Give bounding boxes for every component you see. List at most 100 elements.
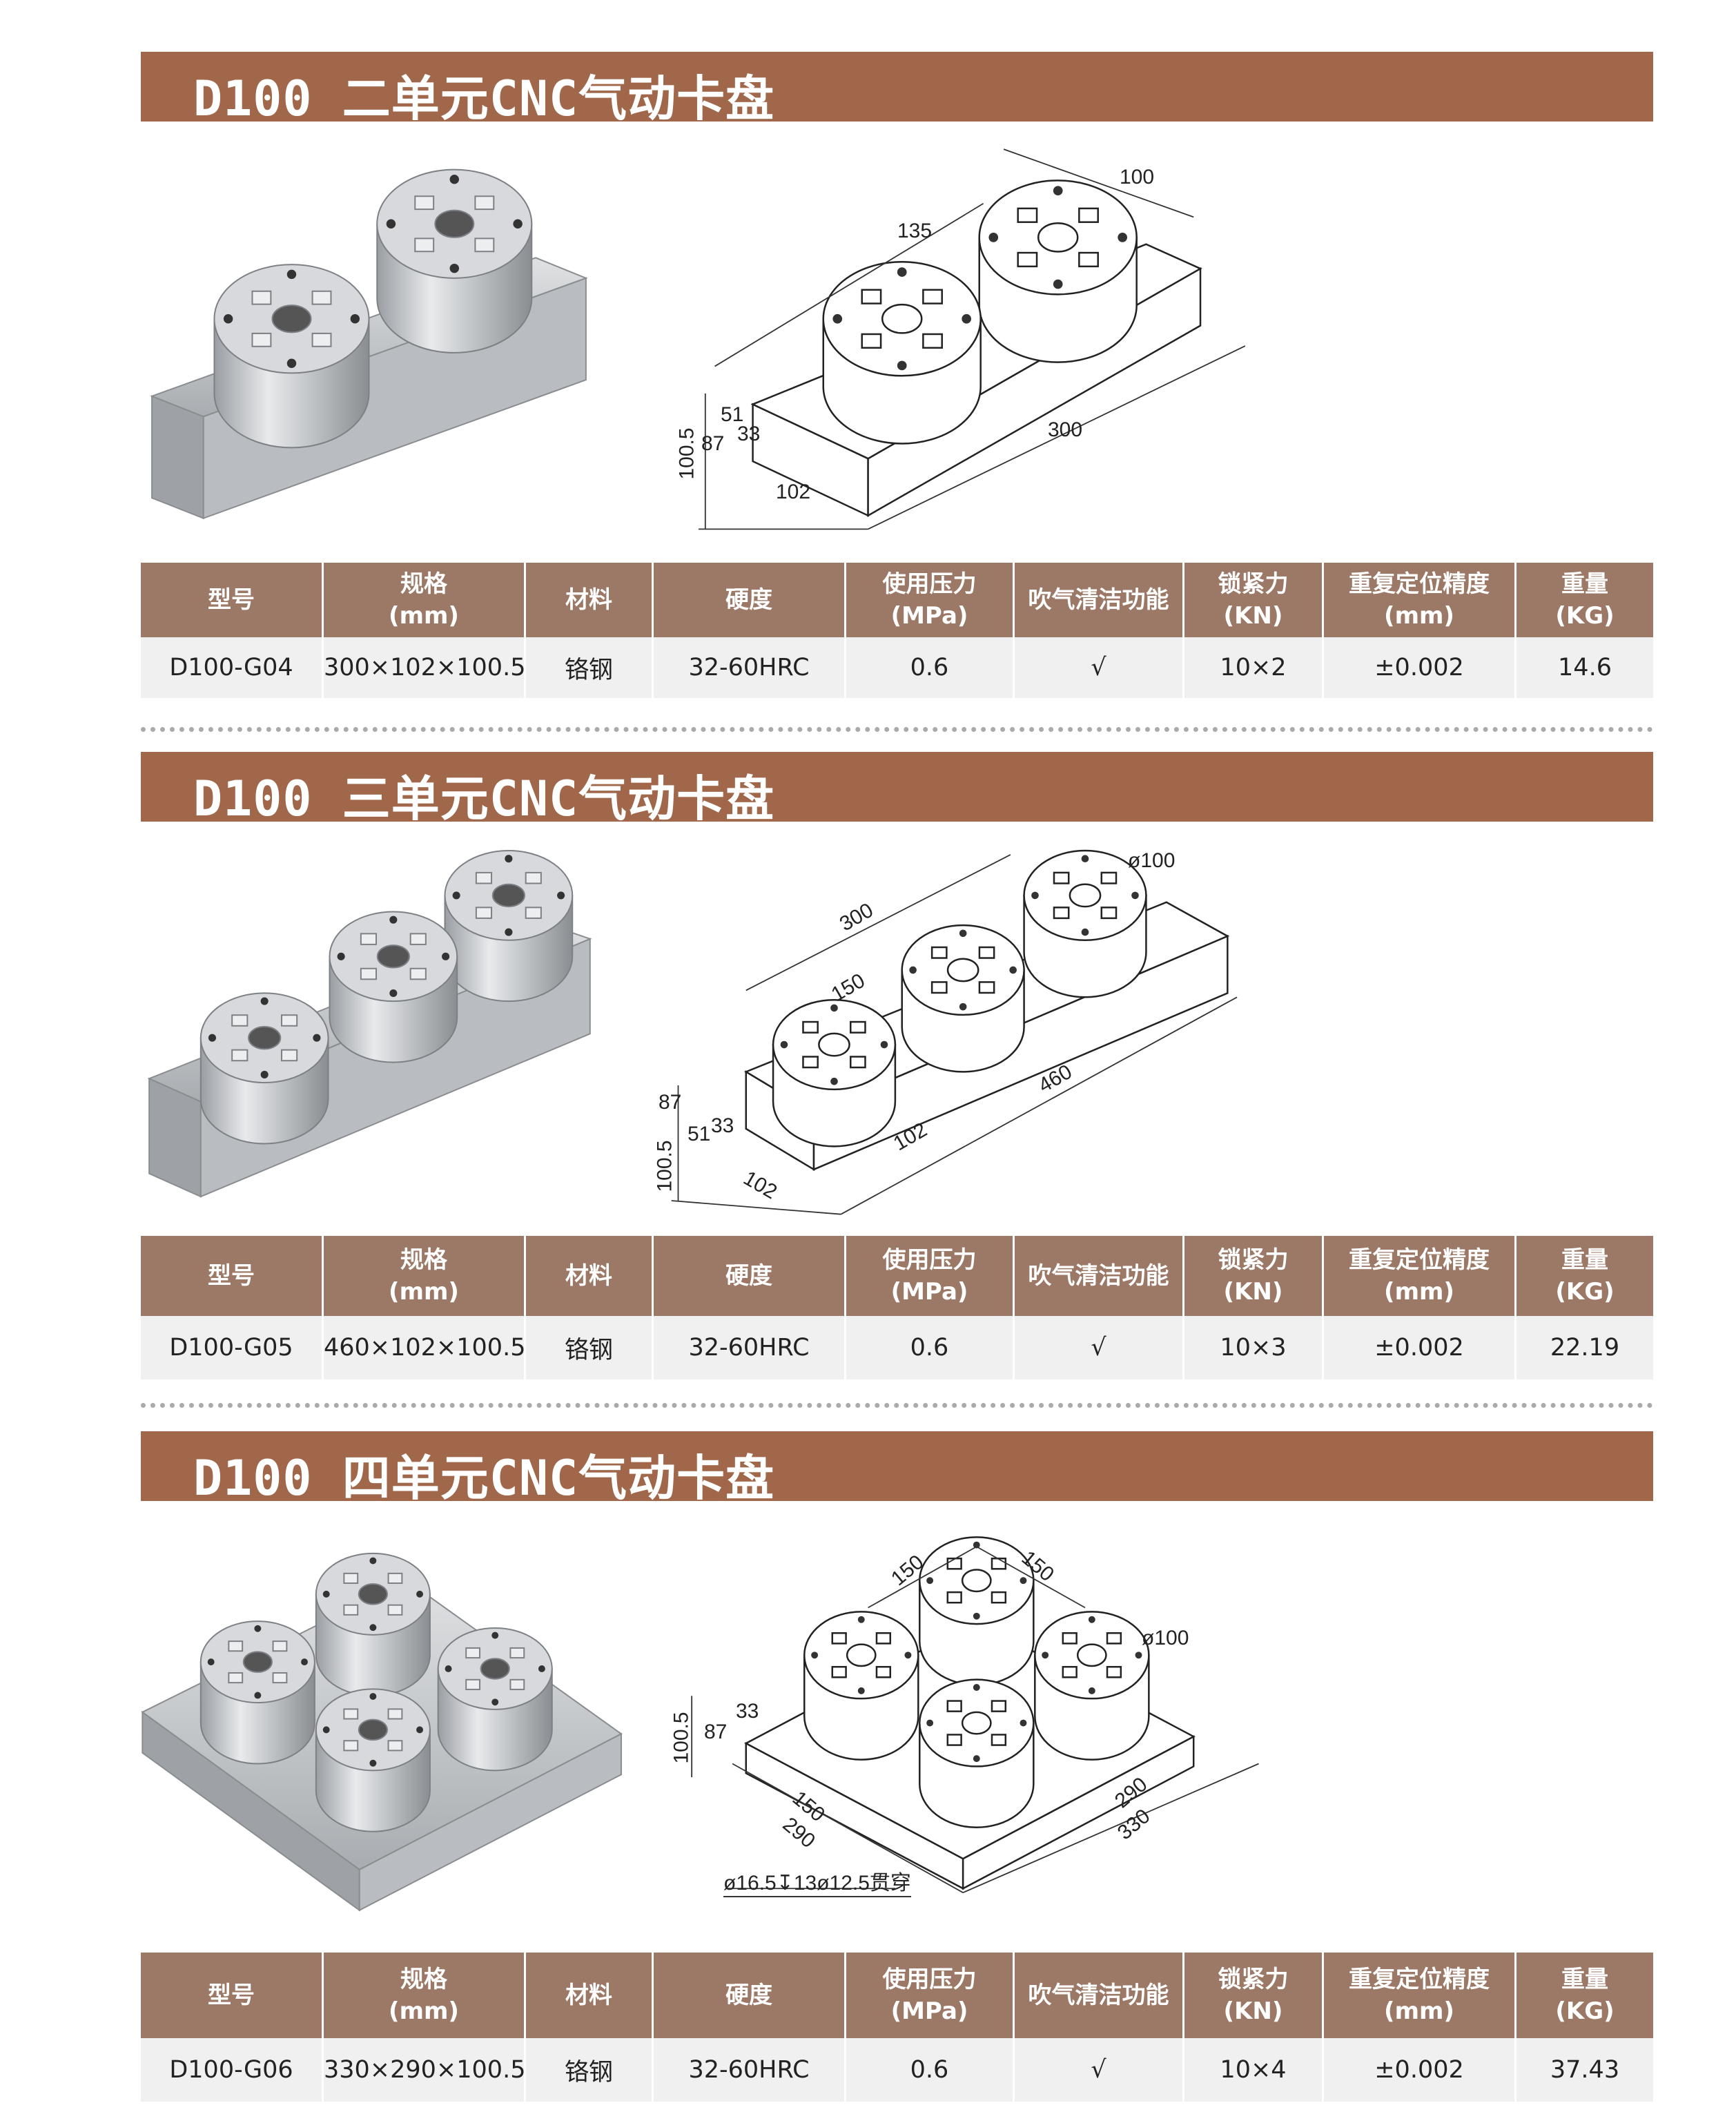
chuck-jaw <box>850 1020 866 1034</box>
header-model: 型号 <box>141 1236 324 1316</box>
chuck-jaw <box>409 967 427 980</box>
chuck-jaw <box>465 1647 481 1659</box>
cell-material: 铬钢 <box>526 637 654 698</box>
header-clamp-force: 锁紧力(KN) <box>1184 1953 1324 2038</box>
chuck-jaw <box>387 1604 403 1616</box>
dimension-line <box>714 202 984 367</box>
chuck-center-hole <box>881 303 923 334</box>
chuck-bolt <box>538 1665 545 1672</box>
dim-label: 100.5 <box>653 1140 676 1192</box>
chuck-bolt <box>830 1004 838 1012</box>
chuck-center-hole <box>818 1032 850 1057</box>
chuck-jaw <box>875 1632 892 1645</box>
chuck-jaw <box>1078 251 1099 268</box>
chuck-center-hole <box>1076 1643 1107 1667</box>
chuck-jaw <box>509 1647 525 1659</box>
header-hardness: 硬度 <box>654 1953 846 2038</box>
dimension-line <box>840 996 1238 1215</box>
chuck-center-hole <box>1037 222 1079 253</box>
header-model: 型号 <box>141 563 324 637</box>
dim-label: 135 <box>897 220 933 242</box>
dimension-line <box>745 854 1011 991</box>
cell-repeatability: ±0.002 <box>1324 2038 1516 2102</box>
dim-label: 33 <box>736 1700 759 1723</box>
chuck-jaw <box>991 1734 1007 1746</box>
header-spec: 规格(mm) <box>324 1953 526 2038</box>
table-row: D100-G04 300×102×100.5 铬钢 32-60HRC 0.6 √… <box>141 637 1653 698</box>
dim-label: 87 <box>659 1091 682 1114</box>
chuck-jaw <box>272 1640 288 1652</box>
chuck-jaw <box>930 946 948 959</box>
header-pressure: 使用压力(MPa) <box>846 1953 1015 2038</box>
section-banner-four-unit: D100 四单元CNC气动卡盘 <box>141 1431 1653 1507</box>
chuck-jaw <box>1062 1665 1077 1678</box>
chuck-bolt <box>857 1616 865 1623</box>
chuck-jaw <box>360 933 378 945</box>
chuck-bolt <box>369 1624 377 1631</box>
chuck-bolt <box>973 1541 980 1549</box>
chuck-jaw <box>343 1708 359 1720</box>
chuck-center-hole <box>376 945 410 969</box>
chuck-bolt <box>1081 928 1089 936</box>
spec-table-g04: 型号 规格(mm) 材料 硬度 使用压力(MPa) 吹气清洁功能 锁紧力(KN)… <box>141 563 1653 698</box>
table-header-row: 型号 规格(mm) 材料 硬度 使用压力(MPa) 吹气清洁功能 锁紧力(KN)… <box>141 1953 1653 2038</box>
chuck-jaw <box>228 1640 244 1652</box>
chuck-bolt <box>416 1590 424 1598</box>
chuck-bolt <box>254 1625 262 1632</box>
chuck-bolt <box>926 1577 934 1585</box>
chuck-jaw <box>272 1672 288 1684</box>
cell-pressure: 0.6 <box>846 1316 1015 1379</box>
cell-air-clean: √ <box>1015 637 1184 698</box>
chuck-center-hole <box>961 1711 992 1735</box>
header-material: 材料 <box>526 563 654 637</box>
table-row: D100-G05 460×102×100.5 铬钢 32-60HRC 0.6 √… <box>141 1316 1653 1379</box>
chuck-jaw <box>850 1056 866 1069</box>
chuck-bolt <box>505 855 513 863</box>
chuck-jaw <box>1078 207 1099 223</box>
header-air-clean: 吹气清洁功能 <box>1015 1236 1184 1316</box>
chuck-bolt <box>1009 966 1017 974</box>
header-pressure: 使用压力(MPa) <box>846 1236 1015 1316</box>
header-hardness: 硬度 <box>654 563 846 637</box>
chuck-jaw <box>802 1020 819 1034</box>
header-clamp-force: 锁紧力(KN) <box>1184 563 1324 637</box>
chuck-jaw <box>474 195 495 211</box>
chuck-bolt <box>452 891 460 900</box>
section-title: D100 四单元CNC气动卡盘 <box>193 1450 775 1507</box>
header-hardness: 硬度 <box>654 1236 846 1316</box>
chuck-jaw <box>525 871 542 884</box>
dotted-divider <box>141 727 1653 732</box>
chuck-center-hole <box>961 1569 992 1593</box>
dimension-line <box>868 345 1246 530</box>
chuck-jaw <box>1017 207 1038 223</box>
cell-weight: 37.43 <box>1516 2038 1653 2102</box>
chuck-bolt <box>513 219 523 229</box>
hole-callout: ø16.5↧13ø12.5贯穿 <box>723 1866 911 1897</box>
chuck-bolt <box>1081 855 1089 863</box>
chuck-jaw <box>802 1056 819 1069</box>
chuck-jaw <box>311 332 332 347</box>
chuck-center-hole <box>358 1583 389 1605</box>
chuck-jaw <box>475 907 493 919</box>
chuck-bolt <box>832 313 843 324</box>
chuck-center-hole <box>480 1658 510 1680</box>
chuck-bolt <box>1088 1687 1095 1694</box>
chuck-bolt <box>880 1040 888 1049</box>
chuck-bolt <box>322 1590 330 1598</box>
chuck-bolt <box>1020 1577 1027 1585</box>
header-spec: 规格(mm) <box>324 563 526 637</box>
chuck-jaw <box>409 933 427 945</box>
chuck-bolt <box>223 314 233 324</box>
cell-repeatability: ±0.002 <box>1324 1316 1516 1379</box>
chuck-jaw <box>281 1049 298 1062</box>
table-row: D100-G06 330×290×100.5 铬钢 32-60HRC 0.6 √… <box>141 2038 1653 2102</box>
chuck-jaw <box>1106 1665 1122 1678</box>
header-pressure: 使用压力(MPa) <box>846 563 1015 637</box>
cell-spec: 460×102×100.5 <box>324 1316 526 1379</box>
chuck-center-hole <box>248 1026 282 1050</box>
chuck-jaw <box>831 1632 847 1645</box>
chuck-jaw <box>465 1678 481 1690</box>
chuck-bolt <box>959 929 967 938</box>
chuck-jaw <box>414 195 435 211</box>
chuck-jaw <box>946 1734 962 1746</box>
